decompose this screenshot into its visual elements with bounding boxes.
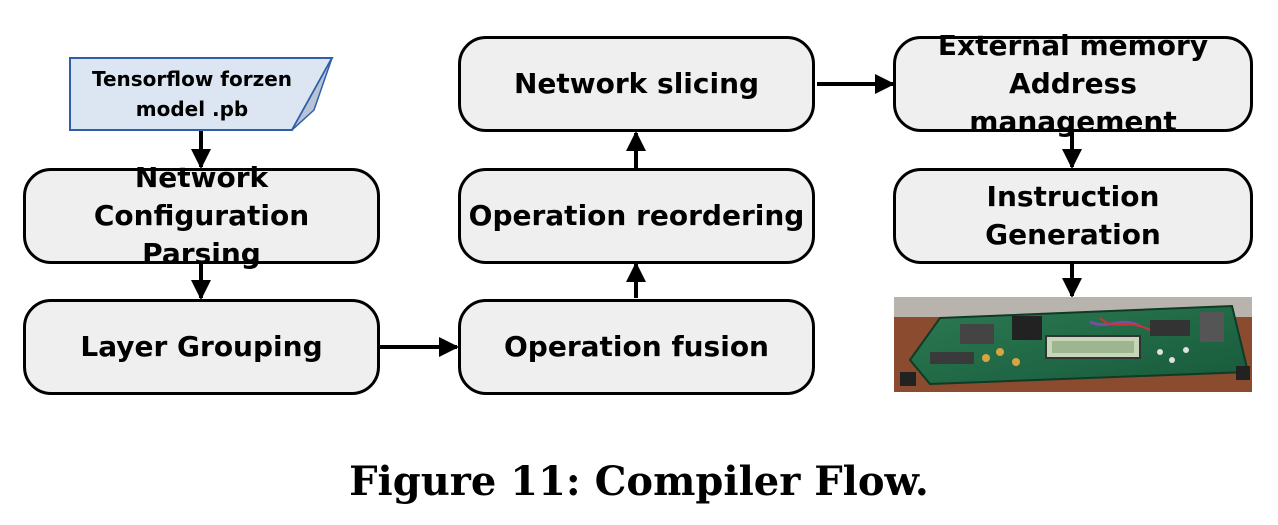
figure-caption: Figure 11: Compiler Flow. (349, 458, 929, 505)
step-operation-fusion: Operation fusion (458, 299, 815, 395)
input-model-label: Tensorflow forzen model .pb (91, 67, 293, 121)
step-network-slicing: Network slicing (458, 36, 815, 132)
step-external-memory-address-management: External memory Address management (893, 29, 1253, 138)
step-layer-grouping: Layer Grouping (23, 299, 380, 395)
step-instruction-generation: Instruction Generation (893, 168, 1253, 264)
step-operation-reordering: Operation reordering (458, 168, 815, 264)
step-network-configuration-parsing: Network Configuration Parsing (23, 161, 380, 270)
fpga-board-image (894, 297, 1252, 392)
input-document-shape (69, 57, 334, 131)
